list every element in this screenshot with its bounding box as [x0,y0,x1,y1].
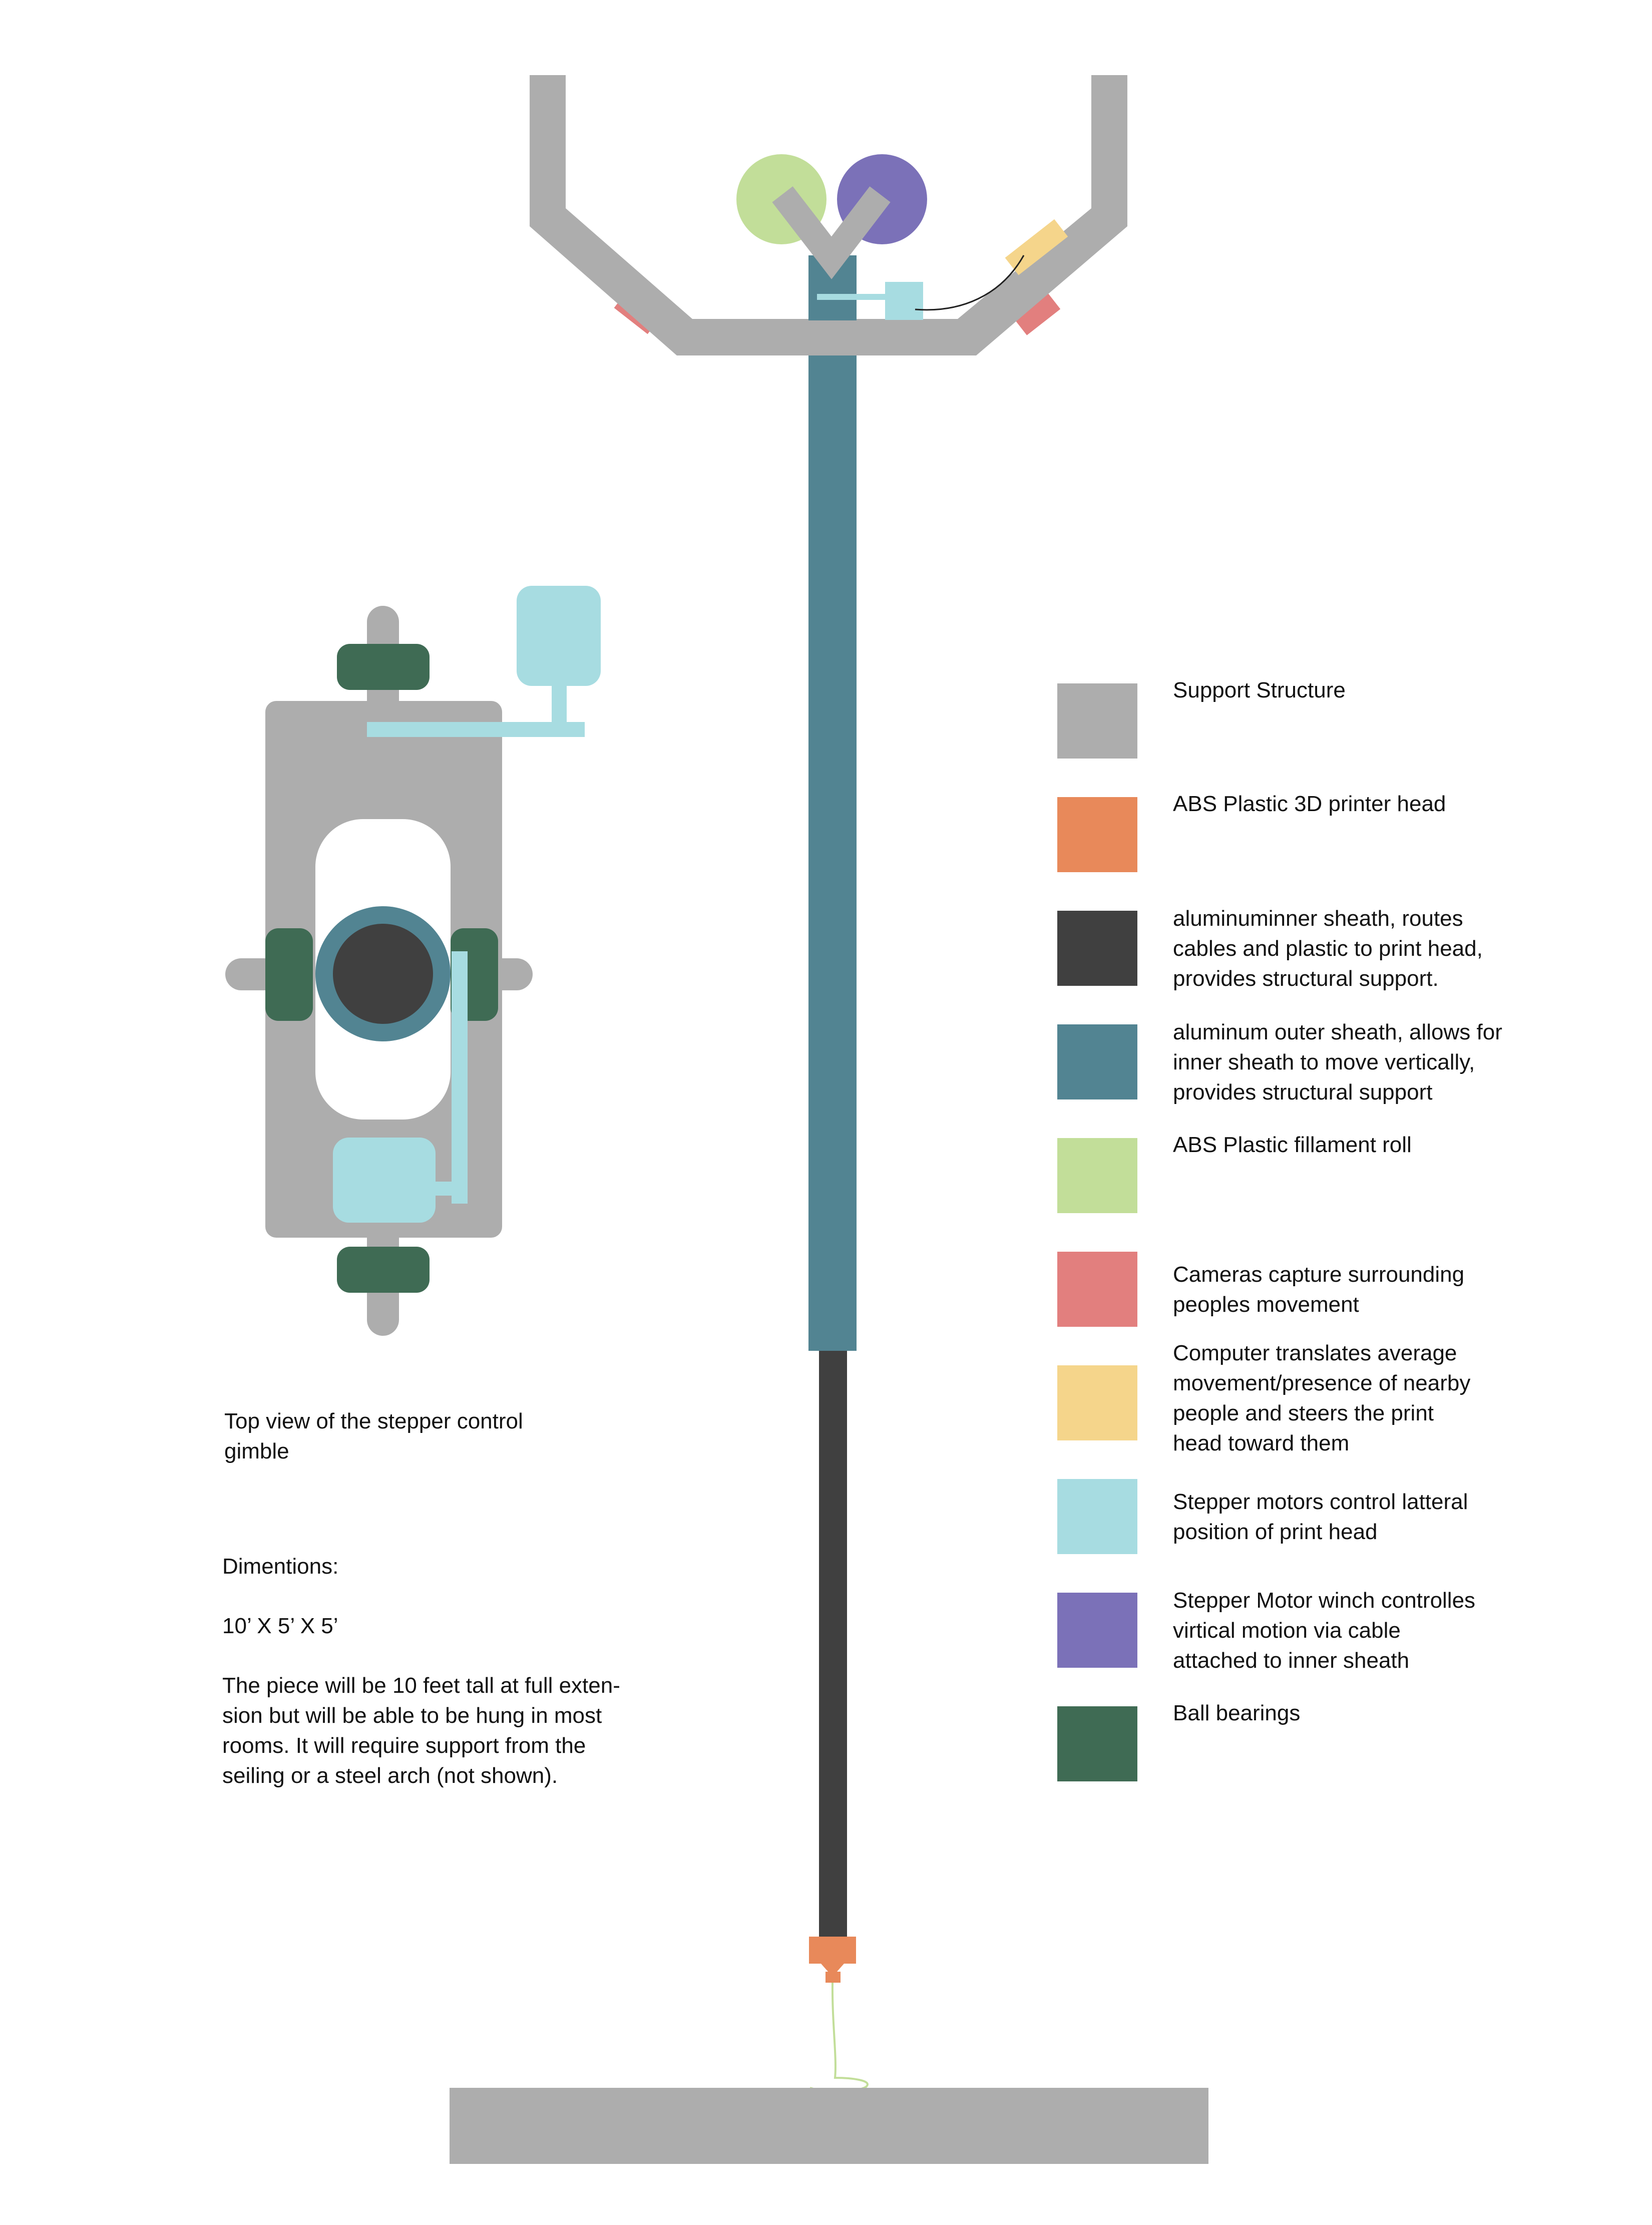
legend-label: Computer translates average [1173,1341,1457,1365]
legend-item: aluminuminner sheath, routes cables and p… [1057,906,1483,991]
stepper-motor-bottom [333,1138,436,1223]
outer-sheath [808,355,857,1351]
top-stepper-shaft [817,294,887,300]
top-stepper-motor [885,282,923,320]
bearing-top [337,644,430,690]
legend-label: aluminuminner sheath, routes [1173,906,1463,931]
print-head-tip [825,1972,841,1983]
base-plate [450,2088,1208,2164]
legend-label: Ball bearings [1173,1701,1300,1725]
legend-label: cables and plastic to print head, [1173,936,1483,961]
legend-swatch [1057,1138,1137,1213]
legend-label: Stepper Motor winch controlles [1173,1588,1475,1613]
legend-item: ABS Plastic 3D printer head [1057,792,1446,872]
legend-swatch [1057,911,1137,986]
legend-label: aluminum outer sheath, allows for [1173,1020,1502,1044]
legend-label: movement/presence of nearby [1173,1371,1470,1395]
dimensions-description-line: seiling or a steel arch (not shown). [222,1763,558,1788]
legend-swatch [1057,1365,1137,1440]
inner-sheath [819,1351,847,1937]
legend-item: Support Structure [1057,678,1346,759]
legend-label: Stepper motors control latteral [1173,1490,1468,1514]
stepper-motor-top [517,586,601,686]
legend-label: ABS Plastic fillament roll [1173,1133,1412,1157]
legend-swatch [1057,1024,1137,1099]
computer-cable [915,255,1025,311]
stepper-link-bottom [431,1182,468,1196]
legend-swatch [1057,797,1137,872]
dimensions-size: 10’ X 5’ X 5’ [222,1614,338,1638]
legend-label: ABS Plastic 3D printer head [1173,792,1446,816]
bearing-left [265,928,313,1021]
legend-item: Ball bearings [1057,1701,1300,1781]
gimbal-caption-line: gimble [224,1439,289,1463]
legend-label: Support Structure [1173,678,1346,702]
legend-label: provides structural support. [1173,966,1439,991]
legend-swatch [1057,683,1137,759]
legend-label: inner sheath to move vertically, [1173,1050,1475,1074]
legend-item: Stepper motors control latteral position … [1057,1479,1468,1554]
dimensions-description-line: The piece will be 10 feet tall at full e… [222,1673,620,1698]
legend-swatch [1057,1252,1137,1327]
legend-item: Computer translates average movement/pres… [1057,1341,1470,1455]
legend-label: Cameras capture surrounding [1173,1262,1464,1287]
legend-label: position of print head [1173,1520,1378,1544]
legend-swatch [1057,1479,1137,1554]
stepper-rod-top [367,722,585,737]
legend-label: virtical motion via cable [1173,1618,1401,1643]
legend-label: head toward them [1173,1431,1349,1455]
inner-sheath-section [333,924,433,1024]
dimensions-description-line: rooms. It will require support from the [222,1733,586,1758]
gimbal-caption-line: Top view of the stepper control [224,1409,523,1433]
stepper-rod-side [452,951,468,1204]
legend-item: ABS Plastic fillament roll [1057,1133,1412,1213]
legend-label: peoples movement [1173,1292,1359,1317]
extruded-filament [809,1982,869,2093]
legend-label: people and steers the print [1173,1401,1434,1425]
legend-swatch [1057,1593,1137,1668]
legend-label: attached to inner sheath [1173,1648,1409,1673]
legend-swatch [1057,1706,1137,1781]
print-head [809,1937,856,1964]
bearing-bottom [337,1247,430,1293]
legend-item: aluminum outer sheath, allows for inner s… [1057,1020,1502,1104]
camera-right [1014,293,1061,335]
dimensions-block: Dimentions: 10’ X 5’ X 5’ The piece will… [222,1554,620,1788]
legend-item: Stepper Motor winch controlles virtical m… [1057,1588,1475,1673]
print-head-nozzle [821,1964,844,1977]
dimensions-description-line: sion but will be able to be hung in most [222,1703,602,1728]
stepper-link-top-vertical [552,685,567,727]
main-structure [450,75,1208,2164]
legend-item: Cameras capture surrounding peoples movem… [1057,1252,1464,1327]
gimbal-top-view [225,586,601,1336]
dimensions-heading: Dimentions: [222,1554,338,1579]
legend-label: provides structural support [1173,1080,1432,1104]
gimbal-caption: Top view of the stepper control gimble [224,1409,523,1463]
y-connector [772,186,891,279]
